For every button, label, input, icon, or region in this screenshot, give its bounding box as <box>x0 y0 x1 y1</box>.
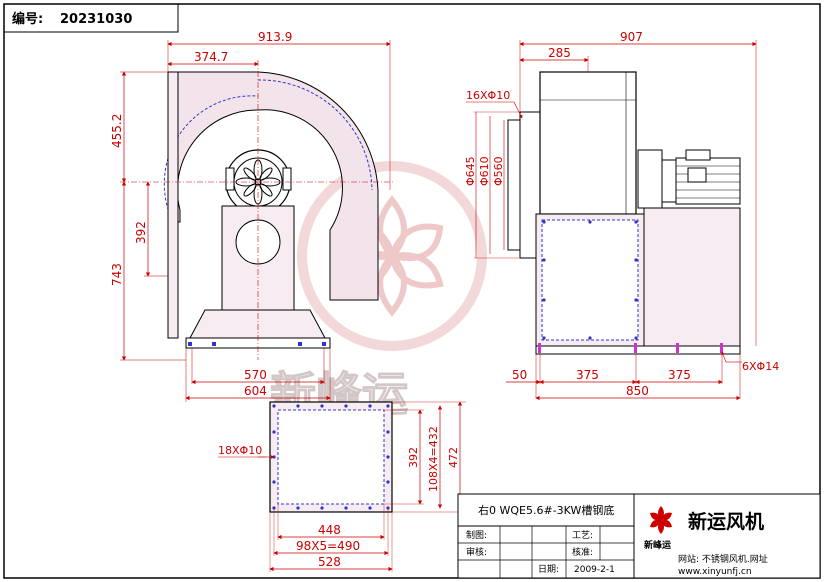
company-name: 新运风机 <box>688 510 764 533</box>
drawing-number-label: 编号: <box>12 11 43 27</box>
dim-overall-length: 907 <box>620 30 643 44</box>
drafter-label: 制图: <box>466 529 487 541</box>
website-url: www.xinyunfj.cn <box>678 567 752 577</box>
date-label: 日期: <box>538 564 559 575</box>
dim-housing-depth: 285 <box>548 46 571 60</box>
side-housing <box>539 71 637 215</box>
dim-diameter-outer: Φ645 <box>464 156 477 186</box>
dim-span-right: 375 <box>668 368 691 382</box>
drawing-number-value: 20231030 <box>60 12 132 27</box>
dim-bolt-spec: 16XΦ10 <box>466 89 510 102</box>
dim-base-edge: 50 <box>512 368 527 382</box>
sheet-border <box>3 3 821 579</box>
dim-flange-inner-height: 392 <box>407 447 420 468</box>
dim-flange-holes: 18XΦ10 <box>218 444 262 457</box>
dim-flange-pitch-vertical: 108X4=432 <box>427 426 440 492</box>
scroll-housing <box>167 71 379 301</box>
motor <box>637 149 741 209</box>
base-frame <box>189 309 326 339</box>
dim-base-holes: 6XΦ14 <box>742 360 779 373</box>
dim-base-total: 850 <box>626 384 649 398</box>
dim-upper-height: 455.2 <box>110 114 124 148</box>
dim-span-left: 375 <box>576 368 599 382</box>
company-logo: 新峰运 <box>644 506 672 551</box>
drawing-number-header: 编号: 20231030 <box>3 3 179 33</box>
flange-view: 18XΦ10 392 108X4=432 472 448 98X5=490 52… <box>218 401 466 572</box>
process-label: 工艺: <box>572 530 593 541</box>
dim-diameter-inner: Φ560 <box>492 156 505 186</box>
dim-base-inner: 570 <box>244 368 267 382</box>
dim-outlet-offset: 374.7 <box>194 50 228 64</box>
dim-center-height: 392 <box>134 221 148 244</box>
dim-flange-outer-height: 472 <box>447 447 460 468</box>
title-block: 右0 WQE5.6#-3KW槽钢底 制图: 工艺: 审核: 核准: 日期: 20… <box>457 493 821 579</box>
date-value: 2009-2-1 <box>574 565 615 575</box>
website-label: 网站: 不锈钢风机.网址 <box>678 553 768 565</box>
dim-base-outer: 604 <box>244 384 267 398</box>
dim-diameter-mid: Φ610 <box>478 156 491 186</box>
dim-flange-outer-width: 528 <box>318 555 341 569</box>
outlet-duct <box>167 71 179 339</box>
model-title: 右0 WQE5.6#-3KW槽钢底 <box>478 503 614 517</box>
dim-overall-width: 913.9 <box>258 30 292 44</box>
dim-total-height: 743 <box>110 263 124 286</box>
dim-flange-inner-width: 448 <box>318 523 341 537</box>
side-view: 907 285 16XΦ10 Φ645 Φ610 Φ560 50 375 375… <box>464 30 779 401</box>
approver-label: 核准: <box>572 546 593 558</box>
logo-text: 新峰运 <box>644 539 672 551</box>
reviewer-label: 审核: <box>466 546 487 558</box>
front-view: 913.9 374.7 455.2 392 743 570 604 <box>110 30 395 402</box>
dim-flange-pitch-horizontal: 98X5=490 <box>296 539 360 553</box>
